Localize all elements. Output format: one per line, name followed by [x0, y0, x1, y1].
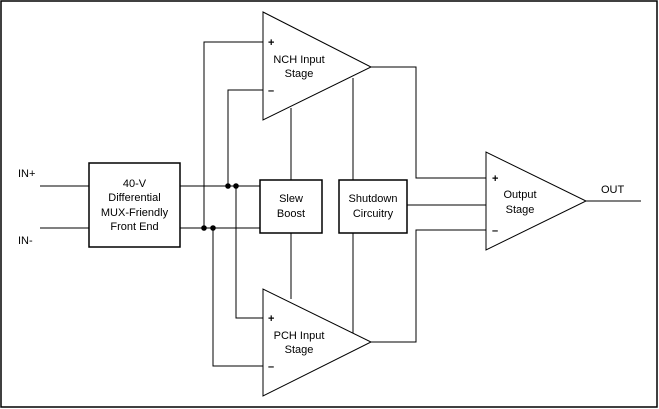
slew-boost-block: Slew Boost [259, 179, 323, 234]
output-label-line2: Stage [506, 204, 535, 216]
nch-amplifier-triangle [262, 11, 373, 121]
output-stage: + – Output Stage [485, 151, 588, 251]
nch-input-stage: + – NCH Input Stage [262, 11, 373, 121]
pch-minus-wire [212, 228, 263, 367]
output-minus-sign: – [492, 225, 498, 237]
slew-boost-line1: Slew [279, 193, 303, 205]
nch-plus-sign: + [268, 37, 274, 49]
wires [40, 41, 641, 367]
pch-plus-wire [235, 186, 263, 319]
pch-out-wire [371, 229, 486, 343]
front-end-block: 40-V Differential MUX-Friendly Front End [88, 162, 181, 248]
nch-label-line2: Stage [285, 68, 314, 80]
output-plus-sign: + [492, 173, 498, 185]
in-minus-label: IN- [18, 235, 33, 247]
nch-plus-wire [203, 41, 263, 228]
out-label: OUT [601, 184, 625, 196]
output-label-line1: Output [503, 189, 536, 201]
output-amplifier-triangle [485, 151, 588, 251]
nch-minus-sign: – [268, 85, 274, 97]
front-end-line2: Differential [108, 192, 160, 204]
shutdown-line2: Circuitry [353, 208, 394, 220]
shutdown-box [338, 179, 408, 234]
nch-out-wire [371, 66, 486, 179]
slew-boost-line2: Boost [277, 208, 305, 220]
front-end-line3: MUX-Friendly [101, 207, 169, 219]
pch-label-line1: PCH Input [274, 330, 325, 342]
front-end-line4: Front End [110, 221, 158, 233]
front-end-line1: 40-V [123, 178, 147, 190]
nch-minus-wire [227, 89, 263, 186]
in-plus-label: IN+ [18, 168, 35, 180]
junction-dot [201, 225, 207, 231]
junction-dot [210, 225, 216, 231]
front-end-box [88, 162, 181, 248]
pch-label-line2: Stage [285, 344, 314, 356]
pch-amplifier-triangle [262, 288, 373, 397]
slew-boost-box [259, 179, 323, 234]
junction-dot [225, 183, 231, 189]
pch-input-stage: + – PCH Input Stage [262, 288, 373, 397]
pch-minus-sign: – [268, 361, 274, 373]
shutdown-block: Shutdown Circuitry [338, 179, 408, 234]
nch-label-line1: NCH Input [273, 54, 324, 66]
pch-plus-sign: + [268, 313, 274, 325]
shutdown-line1: Shutdown [349, 193, 398, 205]
junction-dots [201, 183, 239, 231]
junction-dot [233, 183, 239, 189]
